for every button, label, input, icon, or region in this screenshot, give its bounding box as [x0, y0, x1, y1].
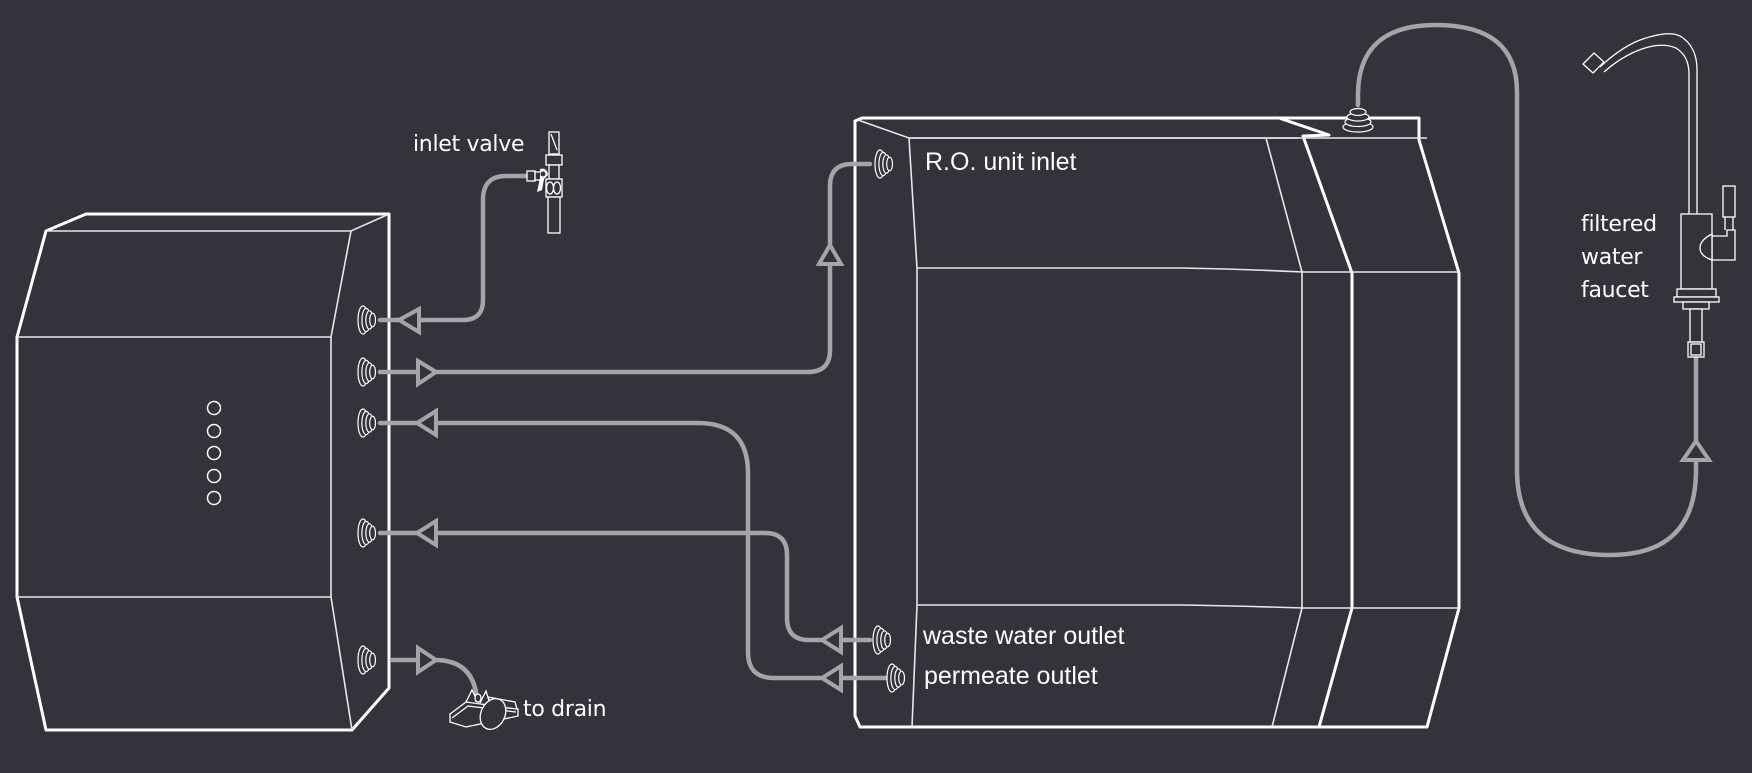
- fitting-connector-icon: [874, 149, 894, 179]
- faucet-label-line-2: water: [1581, 245, 1643, 270]
- drain-saddle-icon: [449, 688, 519, 731]
- tube-inlet: [377, 173, 535, 323]
- arrow-left-icon: [413, 517, 438, 549]
- tube-to-faucet: [1355, 22, 1699, 558]
- ro-unit-top-face: [857, 119, 1299, 139]
- led-icon: [206, 445, 222, 461]
- indicator-leds: [206, 400, 222, 506]
- fitting-connector-icon: [872, 625, 892, 655]
- tube-permeate-return: [377, 420, 891, 681]
- arrow-right-icon: [416, 644, 440, 676]
- pump-unit: [15, 212, 391, 732]
- led-icon: [206, 490, 222, 506]
- ro-unit-mid-edge: [1265, 137, 1303, 728]
- arrow-left-icon: [394, 305, 421, 336]
- flow-arrows: [394, 241, 1713, 694]
- ro-fittings: [872, 149, 906, 693]
- pump-fittings: [357, 305, 377, 675]
- faucet-label-line-1: filtered: [1581, 212, 1657, 237]
- pump-unit-side-edge: [330, 230, 353, 731]
- arrow-left-icon: [818, 624, 843, 656]
- ro-unit-left-face: [908, 137, 918, 728]
- arrow-up-icon: [1679, 437, 1713, 462]
- waste-water-outlet-label: waste water outlet: [923, 622, 1125, 650]
- ro-unit-inlet-label: R.O. unit inlet: [925, 148, 1077, 176]
- inlet-valve-icon: [526, 131, 563, 234]
- ro-unit: [853, 116, 1461, 729]
- led-icon: [206, 468, 222, 484]
- fitting-connector-icon: [357, 408, 377, 438]
- tube-to-ro-inlet: [377, 161, 873, 375]
- pump-unit-top-face: [46, 213, 390, 232]
- ro-unit-top-right: [1279, 116, 1461, 729]
- fitting-connector-icon: [886, 663, 906, 693]
- inlet-valve-label: inlet valve: [413, 132, 525, 157]
- faucet-label-line-3: faucet: [1581, 278, 1649, 303]
- tube-waste-return: [377, 530, 873, 643]
- tubes: [377, 22, 1699, 703]
- tube-to-drain: [389, 657, 480, 703]
- ro-unit-band-bottom: [917, 604, 1459, 609]
- fitting-connector-icon: [357, 645, 377, 675]
- arrow-right-icon: [416, 357, 440, 388]
- permeate-outlet-label: permeate outlet: [924, 662, 1098, 690]
- ro-unit-band-top: [917, 267, 1459, 273]
- arrow-left-icon: [818, 662, 843, 694]
- fitting-connector-icon: [357, 305, 377, 335]
- fitting-connector-icon: [357, 518, 377, 548]
- faucet-icon: [1582, 33, 1736, 358]
- fitting-connector-icon: [357, 357, 377, 387]
- pump-unit-outline: [15, 212, 391, 732]
- led-icon: [206, 400, 222, 416]
- ro-top-port-icon: [1342, 107, 1374, 133]
- to-drain-label: to drain: [523, 697, 607, 722]
- arrow-left-icon: [413, 407, 438, 439]
- led-icon: [206, 423, 222, 439]
- arrow-up-icon: [815, 241, 845, 266]
